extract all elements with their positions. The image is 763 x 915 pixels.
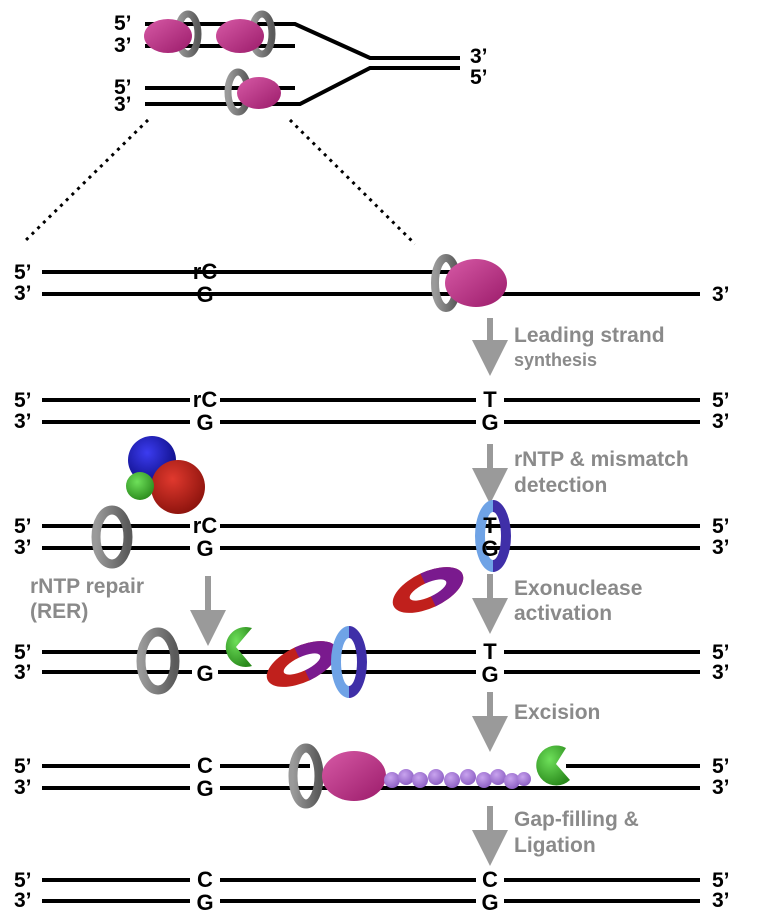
row3-base-right-bottom: G: [481, 536, 498, 561]
fork-bottom-3-label: 3’: [114, 93, 132, 116]
fork-polymerase-1: [144, 19, 192, 53]
replication-fork: 5’ 3’ 5’ 3’ 3’ 5’: [114, 10, 488, 116]
row3-clamp: [91, 505, 133, 569]
step-rer-line1: rNTP repair: [30, 575, 144, 598]
row5-left5: 5’: [14, 755, 32, 778]
row1-base-top: rC: [193, 259, 218, 284]
row6-right3: 3’: [712, 889, 730, 912]
fork-top-5-label: 5’: [114, 12, 132, 35]
row3-base-left-top: rC: [193, 513, 218, 538]
row6-left5: 5’: [14, 869, 32, 892]
rnase-green-subunit: [126, 472, 154, 500]
row5-clamp: [288, 743, 324, 809]
row6-left3: 3’: [14, 889, 32, 912]
row3-left3: 3’: [14, 536, 32, 559]
row6-right5: 5’: [712, 869, 730, 892]
row-5-excision: 5’ 3’ C G 5’ 3’: [14, 743, 730, 809]
fork-bottom-strand-lower: [145, 66, 460, 106]
row5-base-left-bottom: G: [196, 776, 213, 801]
row4-base-right-top: T: [483, 639, 497, 664]
row6-base-left-bottom: G: [196, 890, 213, 915]
step-detection-line1: rNTP & mismatch: [514, 448, 689, 471]
row4-mutl-ring: [266, 641, 338, 687]
step-rer-line2: (RER): [30, 600, 88, 623]
row-2-mismatch: 5’ 3’ rC G T G 5’ 3’: [14, 387, 730, 435]
row6-base-right-bottom: G: [481, 890, 498, 915]
row3-left5: 5’: [14, 515, 32, 538]
mutl-ring-floating: [392, 567, 464, 613]
row5-right3: 3’: [712, 776, 730, 799]
zoom-line-left: [22, 118, 150, 244]
row-6-ligation: 5’ 3’ C G C G 5’ 3’: [14, 867, 730, 915]
step-excision: Excision: [514, 701, 600, 724]
row2-base-right-bottom: G: [481, 410, 498, 435]
row5-right5: 5’: [712, 755, 730, 778]
row6-base-left-top: C: [197, 867, 213, 892]
row4-clamp: [136, 627, 180, 695]
step-gapfill-line1: Gap-filling &: [514, 808, 639, 831]
row4-left3: 3’: [14, 661, 32, 684]
step-detection-line2: detection: [514, 474, 607, 497]
row-4-activation: 5’ 3’ G T G 5’ 3’: [14, 626, 730, 698]
row2-left3: 3’: [14, 410, 32, 433]
row1-base-bottom: G: [196, 282, 213, 307]
rnase-red-subunit: [151, 460, 205, 514]
row4-left5: 5’: [14, 641, 32, 664]
row4-right5: 5’: [712, 641, 730, 664]
step-exonuclease-line1: Exonuclease: [514, 577, 642, 600]
row3-base-right-top: T: [483, 513, 497, 538]
row3-right3: 3’: [712, 536, 730, 559]
row2-base-left-top: rC: [193, 387, 218, 412]
row4-exo1: [225, 627, 252, 667]
step-leading-line1: Leading strand: [514, 324, 665, 347]
row1-right3: 3’: [712, 283, 730, 306]
row6-base-right-top: C: [482, 867, 498, 892]
row2-right3: 3’: [712, 410, 730, 433]
row2-base-left-bottom: G: [196, 410, 213, 435]
row1-left5: 5’: [14, 261, 32, 284]
row5-left3: 3’: [14, 776, 32, 799]
fork-polymerase-2: [216, 19, 264, 53]
row1-polymerase: [445, 259, 507, 307]
step-leading-line2: synthesis: [514, 350, 597, 370]
row2-base-right-top: T: [483, 387, 497, 412]
row5-nucleotides: [384, 769, 531, 789]
fork-right-5-label: 5’: [470, 66, 488, 89]
row4-base-left-bottom: G: [196, 661, 213, 686]
row3-muts-clamp: [475, 500, 511, 572]
rnase-h2-complex: [126, 436, 205, 514]
row1-left3: 3’: [14, 282, 32, 305]
fork-polymerase-3: [237, 77, 281, 109]
fork-right-3-label: 3’: [470, 45, 488, 68]
row4-muts-clamp: [331, 626, 367, 698]
row3-base-left-bottom: G: [196, 536, 213, 561]
step-exonuclease-line2: activation: [514, 602, 612, 625]
row2-right5: 5’: [712, 389, 730, 412]
row2-left5: 5’: [14, 389, 32, 412]
row5-exo1: [536, 745, 570, 786]
row5-base-left-top: C: [197, 753, 213, 778]
row4-base-right-bottom: G: [481, 662, 498, 687]
row-1-leading-synthesis: 5’ 3’ rC G 3’: [14, 254, 730, 312]
fork-top-strand-upper: [145, 22, 460, 60]
fork-top-3-label: 3’: [114, 34, 132, 57]
row-3-detection: 5’ 3’ rC G T G 5’ 3’: [14, 500, 730, 572]
step-gapfill-line2: Ligation: [514, 834, 596, 857]
row5-polymerase: [322, 751, 386, 801]
row3-right5: 5’: [712, 515, 730, 538]
row4-right3: 3’: [712, 661, 730, 684]
zoom-line-right: [288, 118, 417, 246]
fork-bottom-5-label: 5’: [114, 76, 132, 99]
